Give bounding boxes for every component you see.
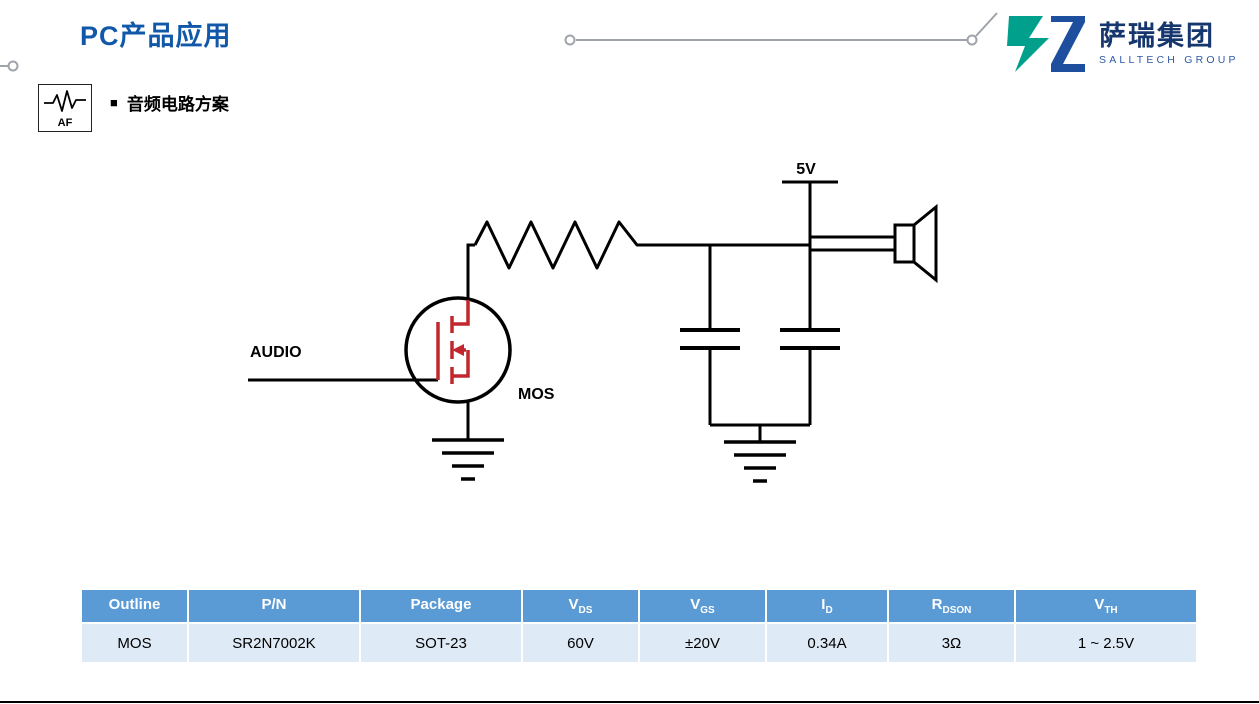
cell-id: 0.34A	[767, 624, 887, 662]
mid-divider-node-right	[966, 34, 978, 46]
logo-subtitle: SALLTECH GROUP	[1099, 53, 1239, 66]
audio-circuit-diagram: 5V AUDIO MOS	[248, 161, 938, 483]
col-header-id: ID	[767, 590, 887, 622]
page-title: PC产品应用	[80, 21, 232, 51]
col-header-pn: P/N	[189, 590, 359, 622]
ground-symbol-left	[432, 438, 504, 481]
logo-name: 萨瑞集团	[1099, 21, 1215, 52]
drain-wire	[466, 243, 475, 300]
col-header-text: Package	[410, 596, 472, 613]
mid-divider-node-left	[564, 34, 576, 46]
mos-label: MOS	[518, 386, 555, 403]
company-logo: 萨瑞集团 SALLTECH GROUP	[1005, 14, 1239, 74]
logo-teal-shape	[1007, 16, 1049, 72]
col-header-subscript: D	[825, 605, 833, 616]
table-row: MOS SR2N7002K SOT-23 60V ±20V 0.34A 3Ω 1…	[82, 624, 1196, 662]
col-header-subscript: TH	[1104, 605, 1118, 616]
header-divider-lines	[0, 12, 998, 72]
logo-blue-shape	[1051, 16, 1085, 72]
col-header-package: Package	[361, 590, 521, 622]
col-header-subscript: DSON	[942, 605, 972, 616]
section-title-text: 音频电路方案	[126, 95, 229, 114]
col-header-text: V	[568, 596, 579, 613]
col-header-text: P/N	[261, 596, 287, 613]
col-header-subscript: DS	[578, 605, 593, 616]
diagonal-divider-line	[975, 12, 998, 37]
col-header-text: V	[690, 596, 701, 613]
col-header-text: Outline	[108, 596, 161, 613]
resistor-symbol	[473, 220, 643, 270]
speaker-icon	[893, 203, 938, 284]
audio-input-label: AUDIO	[250, 344, 302, 361]
logo-mark-icon	[1007, 16, 1085, 72]
cell-vth: 1 ~ 2.5V	[1016, 624, 1196, 662]
waveform-icon	[44, 90, 86, 112]
mosfet-source-lead	[452, 350, 470, 378]
col-header-text: I	[821, 596, 826, 613]
af-icon-box: AF	[38, 84, 92, 132]
capacitor-left	[680, 245, 740, 425]
table-header-row: Outline P/N Package VDS VGS ID RDSON VTH	[82, 590, 1196, 622]
col-header-text: V	[1094, 596, 1105, 613]
mosfet-drain-lead	[452, 300, 470, 326]
speaker-driver	[893, 223, 916, 264]
left-divider-node	[7, 60, 19, 72]
mosfet-symbol	[436, 300, 470, 384]
square-bullet-icon: ■	[110, 95, 118, 110]
speaker-horn	[912, 203, 938, 284]
bottom-border-line	[0, 700, 1259, 703]
capacitor-right	[780, 328, 840, 425]
cell-rdson: 3Ω	[889, 624, 1014, 662]
cell-package: SOT-23	[361, 624, 521, 662]
col-header-rdson: RDSON	[889, 590, 1014, 622]
mosfet-body-circle	[404, 296, 512, 404]
section-heading: ■ 音频电路方案	[110, 90, 229, 115]
spec-table: Outline P/N Package VDS VGS ID RDSON VTH…	[80, 588, 1198, 664]
col-header-outline: Outline	[82, 590, 187, 622]
col-header-text: R	[931, 596, 943, 613]
ground-symbol-right	[724, 440, 796, 483]
col-header-subscript: GS	[700, 605, 715, 616]
col-header-vth: VTH	[1016, 590, 1196, 622]
cell-vds: 60V	[523, 624, 638, 662]
col-header-vds: VDS	[523, 590, 638, 622]
cell-vgs: ±20V	[640, 624, 765, 662]
cell-pn: SR2N7002K	[189, 624, 359, 662]
mosfet-arrow-icon	[452, 344, 464, 356]
supply-voltage-label: 5V	[796, 161, 816, 178]
cell-outline: MOS	[82, 624, 187, 662]
col-header-vgs: VGS	[640, 590, 765, 622]
capacitor-ground-wire	[710, 423, 810, 442]
af-icon-label: AF	[57, 117, 73, 129]
